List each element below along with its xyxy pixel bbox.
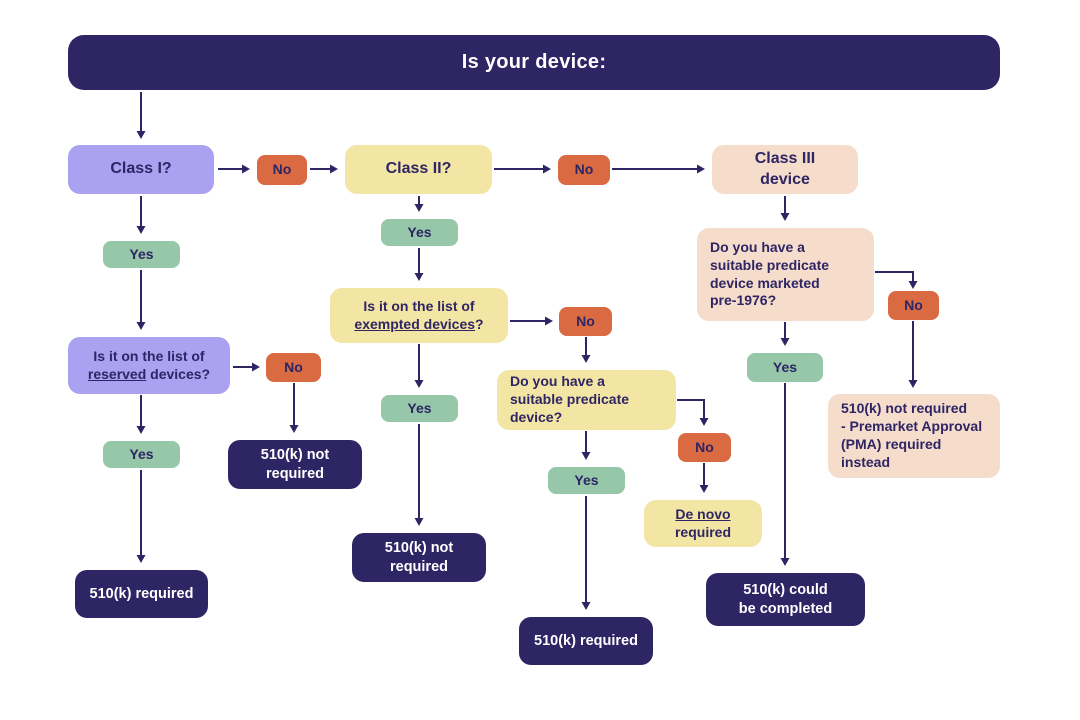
node-class-3: Class III device	[712, 145, 858, 194]
reserved-link[interactable]: reserved	[87, 365, 147, 382]
node-no-6: No	[888, 291, 939, 320]
node-predicate-question-label: Do you have a suitable predicate device?	[510, 373, 630, 425]
node-exempted-question: Is it on the list of exempted devices?	[330, 288, 508, 343]
de-novo-text-post: required	[674, 523, 731, 540]
page-title: Is your device:	[461, 51, 607, 73]
node-reserved-question: Is it on the list of reserved devices?	[68, 337, 230, 394]
node-no-5-label: No	[695, 438, 714, 455]
node-no-5: No	[678, 433, 731, 462]
node-pma-required: 510(k) not required - Premarket Approval…	[828, 394, 1000, 478]
node-exempted-text: Is it on the list of exempted devices?	[338, 298, 500, 334]
node-yes-1: Yes	[103, 241, 180, 268]
node-class-1: Class I?	[68, 145, 214, 194]
node-class-3-label: Class III device	[754, 150, 816, 188]
node-510k-not-required-1-label: 510(k) not required	[260, 446, 330, 482]
node-510k-not-required-1: 510(k) not required	[228, 440, 362, 489]
node-predicate-question: Do you have a suitable predicate device?	[497, 370, 676, 430]
node-yes-4: Yes	[381, 395, 458, 422]
node-no-2-label: No	[574, 161, 594, 178]
node-yes-2: Yes	[103, 441, 180, 468]
node-no-4-label: No	[576, 312, 595, 329]
exempted-text-post: ?	[475, 315, 484, 332]
node-yes-5: Yes	[548, 467, 625, 494]
node-de-novo-text: De novo required	[652, 506, 754, 542]
node-510k-could-be-completed-label: 510(k) could be completed	[738, 581, 833, 617]
node-yes-6: Yes	[747, 353, 823, 382]
node-yes-1-label: Yes	[129, 245, 154, 262]
node-yes-3: Yes	[381, 219, 458, 246]
node-class-2-label: Class II?	[385, 160, 452, 178]
reserved-text-post: devices?	[146, 365, 211, 382]
node-510k-not-required-2-label: 510(k) not required	[384, 539, 454, 575]
node-510k-required-1-label: 510(k) required	[89, 585, 194, 602]
node-no-3-label: No	[284, 358, 303, 375]
node-510k-required-2-label: 510(k) required	[534, 632, 638, 649]
node-no-6-label: No	[904, 296, 923, 313]
exempted-text-pre: Is it on the list of	[363, 297, 475, 314]
node-no-1: No	[257, 155, 307, 185]
node-no-1-label: No	[272, 161, 292, 178]
node-no-4: No	[559, 307, 612, 336]
reserved-text-pre: Is it on the list of	[93, 347, 205, 364]
node-class-1-label: Class I?	[110, 160, 172, 178]
node-yes-6-label: Yes	[772, 358, 798, 375]
node-yes-5-label: Yes	[574, 471, 599, 488]
de-novo-link[interactable]: De novo	[675, 505, 731, 522]
node-class-2: Class II?	[345, 145, 492, 194]
node-510k-could-be-completed: 510(k) could be completed	[706, 573, 865, 626]
title-banner: Is your device:	[68, 35, 1000, 90]
node-no-2: No	[558, 155, 610, 185]
node-pma-required-label: 510(k) not required - Premarket Approval…	[841, 400, 983, 470]
node-reserved-text: Is it on the list of reserved devices?	[76, 348, 222, 384]
node-de-novo: De novo required	[644, 500, 762, 547]
node-pre1976-question: Do you have a suitable predicate device …	[697, 228, 874, 321]
node-510k-required-1: 510(k) required	[75, 570, 208, 618]
node-yes-3-label: Yes	[407, 223, 432, 240]
node-no-3: No	[266, 353, 321, 382]
node-pre1976-question-label: Do you have a suitable predicate device …	[710, 238, 830, 309]
node-yes-2-label: Yes	[129, 445, 154, 462]
node-510k-not-required-2: 510(k) not required	[352, 533, 486, 582]
node-yes-4-label: Yes	[407, 399, 432, 416]
node-510k-required-2: 510(k) required	[519, 617, 653, 665]
exempted-devices-link[interactable]: exempted devices	[354, 315, 476, 332]
